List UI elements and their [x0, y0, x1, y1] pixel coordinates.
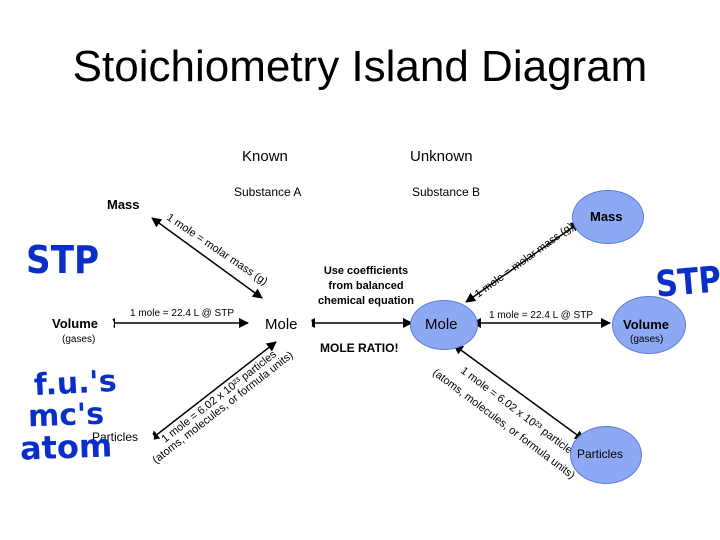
volume-right-node: Volume — [612, 296, 686, 354]
mole-left-node: Mole — [252, 306, 312, 342]
edge-volume-right: 1 mole = 22.4 L @ STP — [489, 310, 593, 321]
coefficients-line-3: chemical equation — [318, 295, 414, 307]
volume-left-node: Volume — [44, 308, 114, 340]
mole-ratio-label: MOLE RATIO! — [320, 341, 399, 355]
coefficients-line-1: Use coefficients — [323, 265, 409, 277]
coefficients-line-2: from balanced — [328, 280, 404, 292]
coefficients-note: Use coefficients from balanced chemical … — [306, 264, 426, 309]
edge-particles-right-2: (atoms, molecules, or formula units) — [430, 367, 577, 482]
mass-right-node: Mass — [572, 190, 644, 244]
particles-left-label: Particles — [92, 430, 139, 444]
edge-particles-left-1: 1 mole = 6.02 x 10²³ particles — [159, 348, 279, 445]
substance-b-label: Substance B — [412, 185, 481, 199]
mass-mole-left-line — [151, 217, 263, 299]
mass-left-node: Mass — [96, 188, 160, 222]
particles-mole-left-line — [149, 341, 277, 441]
particles-right-node: Particles — [570, 426, 642, 484]
mole-left-label: Mole — [265, 316, 298, 333]
mass-left-label: Mass — [107, 197, 140, 212]
gases-right-label: (gases) — [630, 334, 664, 345]
handwritten-stp-right: STP — [654, 259, 720, 306]
particles-right-label: Particles — [577, 447, 624, 461]
edge-particles-right-1: 1 mole = 6.02 x 10²³ particles — [458, 365, 579, 460]
particles-mole-right-line — [453, 344, 585, 441]
unknown-header: Unknown — [410, 148, 473, 165]
volume-right-label: Volume — [623, 317, 669, 332]
mass-right-label: Mass — [590, 209, 623, 224]
handwritten-atom: atom — [19, 426, 113, 468]
gases-left-label: (gases) — [62, 334, 96, 345]
edge-volume-left: 1 mole = 22.4 L @ STP — [130, 308, 234, 319]
particles-left-node: Particles — [86, 424, 154, 452]
mass-mole-right-line — [465, 221, 581, 303]
substance-a-label: Substance A — [234, 185, 302, 199]
volume-left-label: Volume — [52, 316, 98, 331]
page-title: Stoichiometry Island Diagram — [72, 42, 648, 91]
edge-particles-left-2: (atoms, molecules, or formula units) — [150, 349, 295, 466]
known-header: Known — [242, 148, 288, 165]
edge-mass-mole-left: 1 mole = molar mass (g) — [164, 212, 269, 288]
mole-right-node: Mole — [410, 300, 478, 350]
mole-right-label: Mole — [425, 316, 458, 333]
edge-mass-mole-right: 1 mole = molar mass (g) — [473, 221, 576, 301]
handwritten-stp-left: STP — [26, 238, 100, 282]
